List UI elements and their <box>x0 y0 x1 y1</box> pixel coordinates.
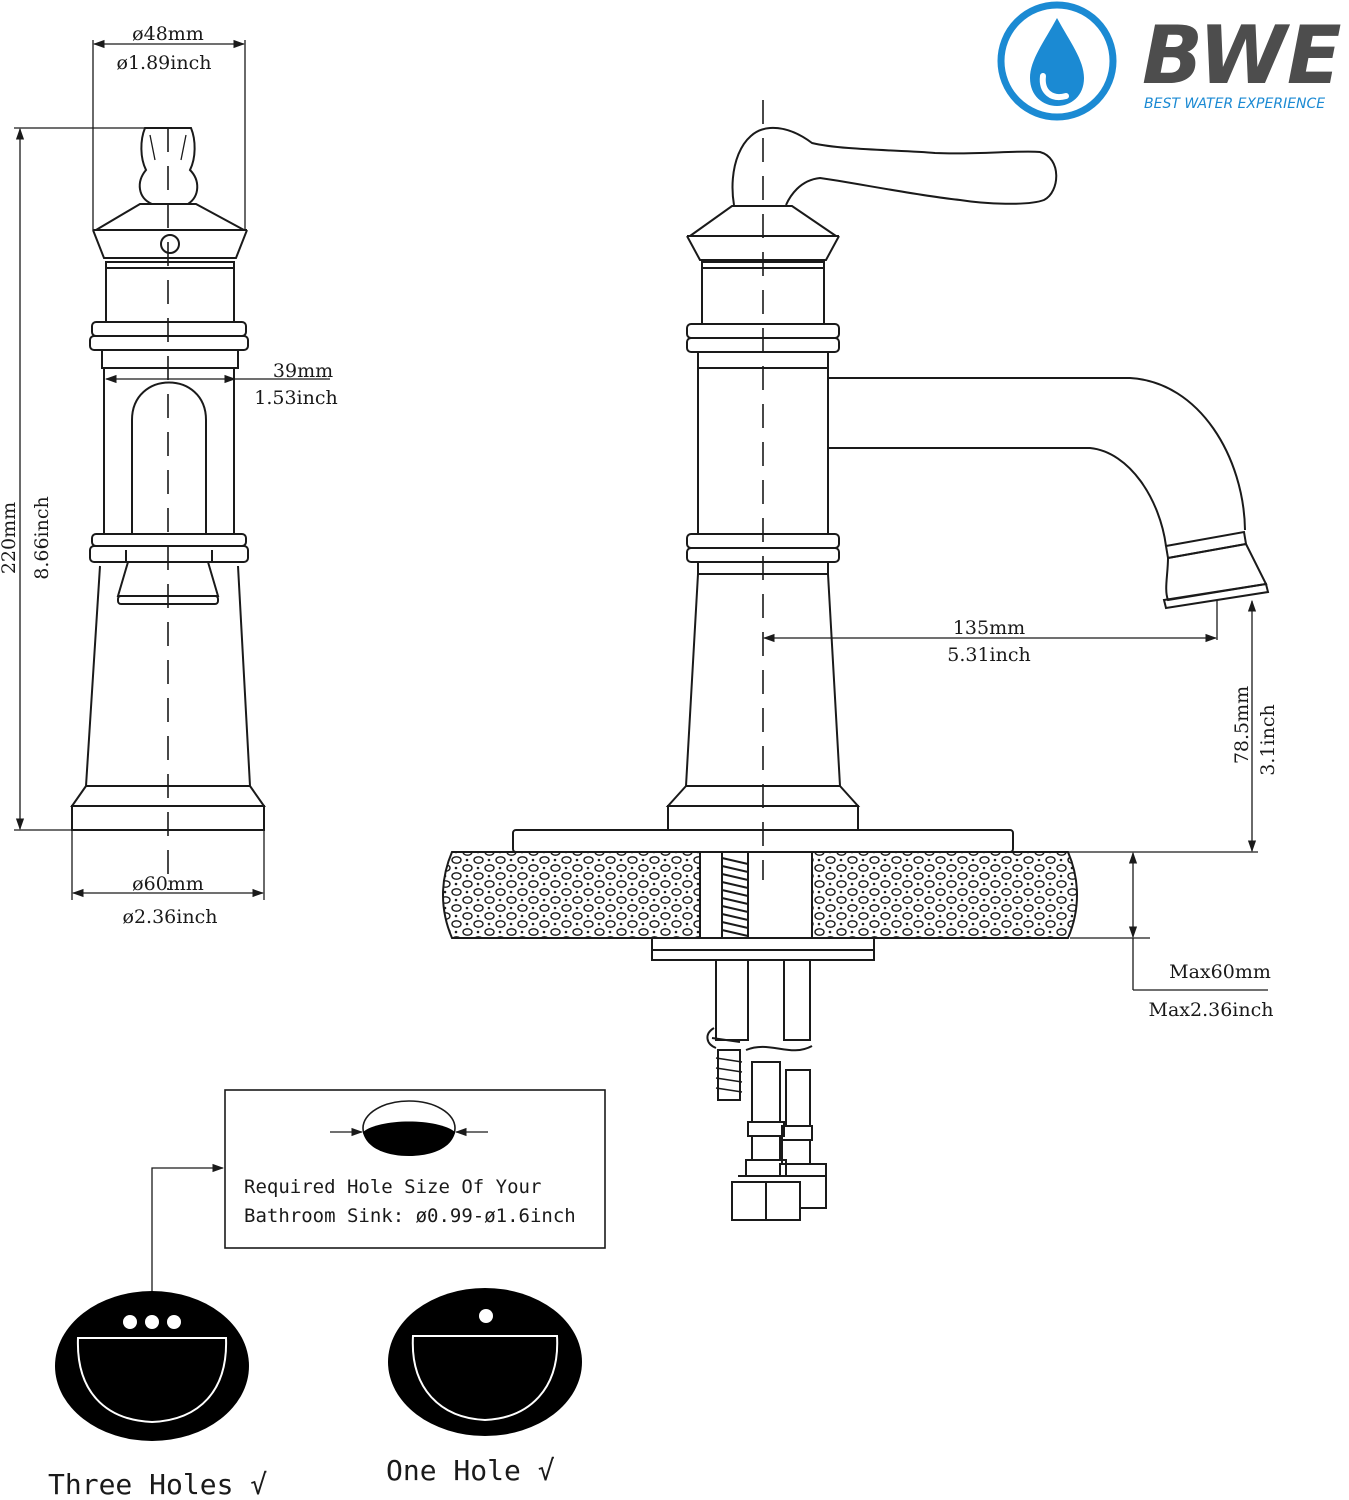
side-height-inch: 8.66inch <box>31 496 53 580</box>
brand-logo: BWE BEST WATER EXPERIENCE <box>997 1 1342 121</box>
side-base-width-mm: ø60mm <box>132 873 204 895</box>
faucet-front-view: 135mm 5.31inch 78.5mm 3.1inch Max60mm Ma… <box>442 100 1279 1221</box>
hole-note-line1: Required Hole Size Of Your <box>244 1176 541 1198</box>
hole-size-note: Required Hole Size Of Your Bathroom Sink… <box>151 1089 606 1300</box>
front-spout-height-inch: 3.1inch <box>1257 704 1279 775</box>
side-spout-width-inch: 1.53inch <box>254 387 338 409</box>
water-drop-icon <box>997 1 1117 121</box>
sink-one-hole-label: One Hole √ <box>386 1454 555 1487</box>
sink-three-holes-label: Three Holes √ <box>48 1468 267 1500</box>
front-deck-max-inch: Max2.36inch <box>1149 999 1274 1021</box>
side-height-mm: 220mm <box>0 502 20 574</box>
sink-three-holes: Three Holes √ <box>48 1291 267 1500</box>
side-top-width-inch: ø1.89inch <box>117 52 212 74</box>
faucet-side-view: ø48mm ø1.89inch 39mm 1.53inch 220mm 8.66… <box>0 23 338 928</box>
front-reach-mm: 135mm <box>953 617 1025 639</box>
side-spout-width-mm: 39mm <box>273 360 333 382</box>
front-deck-max-mm: Max60mm <box>1169 961 1271 983</box>
faucet-hole-icon <box>167 1315 181 1329</box>
faucet-hole-icon <box>479 1309 493 1323</box>
front-reach-inch: 5.31inch <box>947 644 1031 666</box>
hole-note-line2: Bathroom Sink: ø0.99-ø1.6inch <box>244 1205 576 1227</box>
sink-one-hole: One Hole √ <box>386 1288 582 1487</box>
side-top-width-mm: ø48mm <box>132 23 204 45</box>
hole-diagram-icon <box>330 1100 488 1156</box>
faucet-hole-icon <box>123 1315 137 1329</box>
faucet-hole-icon <box>145 1315 159 1329</box>
brand-name: BWE <box>1142 9 1342 102</box>
brand-tagline: BEST WATER EXPERIENCE <box>1144 96 1325 112</box>
front-spout-height-mm: 78.5mm <box>1231 686 1253 764</box>
side-base-width-inch: ø2.36inch <box>123 906 218 928</box>
